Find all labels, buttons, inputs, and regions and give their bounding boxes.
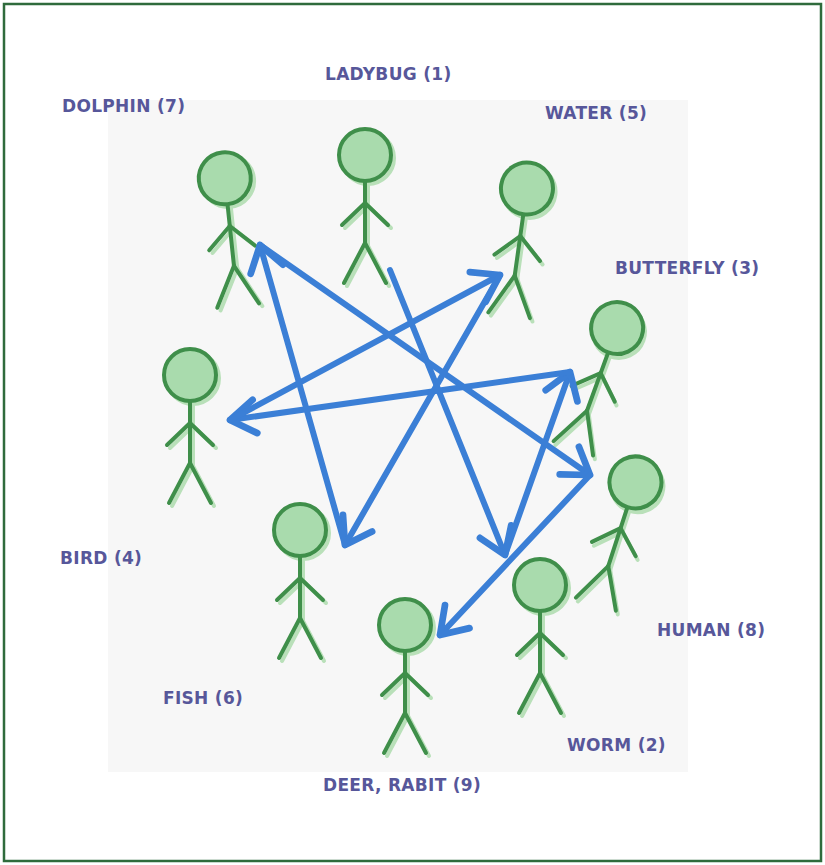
figure-label: DOLPHIN (7) — [62, 96, 185, 116]
figure-label: HUMAN (8) — [657, 620, 765, 640]
stick-figure: WATER (5) — [475, 158, 565, 323]
figure-drawing — [255, 500, 345, 665]
figure-drawing — [575, 450, 665, 615]
figure-drawing — [475, 158, 565, 323]
frame — [4, 4, 821, 861]
arrow-line — [260, 245, 345, 545]
stick-figure: BIRD (4) — [145, 345, 235, 510]
figure-drawing — [360, 595, 450, 760]
figure-label: LADYBUG (1) — [325, 64, 451, 84]
figure-label: BUTTERFLY (3) — [615, 258, 759, 278]
stick-figure: LADYBUG (1) — [320, 125, 410, 290]
stick-figure: WORM (2) — [495, 555, 585, 720]
stick-figure: FISH (6) — [255, 500, 345, 665]
figure-label: WORM (2) — [567, 735, 666, 755]
arrow-line — [230, 372, 570, 420]
figure-drawing — [145, 345, 235, 510]
stick-figure: DOLPHIN (7) — [185, 148, 275, 313]
arrow-line — [345, 275, 500, 545]
figure-drawing — [495, 555, 585, 720]
stick-figure: BUTTERFLY (3) — [555, 295, 645, 460]
figure-drawing — [320, 125, 410, 290]
arrow-line — [440, 475, 590, 635]
figure-label: DEER, RABIT (9) — [323, 775, 481, 795]
panel — [108, 100, 688, 772]
figure-label: BIRD (4) — [60, 548, 142, 568]
stick-figure: DEER, RABIT (9) — [360, 595, 450, 760]
figure-drawing — [555, 295, 645, 460]
figure-label: FISH (6) — [163, 688, 243, 708]
stick-figure: HUMAN (8) — [575, 450, 665, 615]
arrow-line — [260, 245, 590, 475]
arrow-line — [230, 275, 500, 420]
figure-drawing — [185, 148, 275, 313]
figure-label: WATER (5) — [545, 103, 647, 123]
arrow-line — [505, 372, 570, 555]
